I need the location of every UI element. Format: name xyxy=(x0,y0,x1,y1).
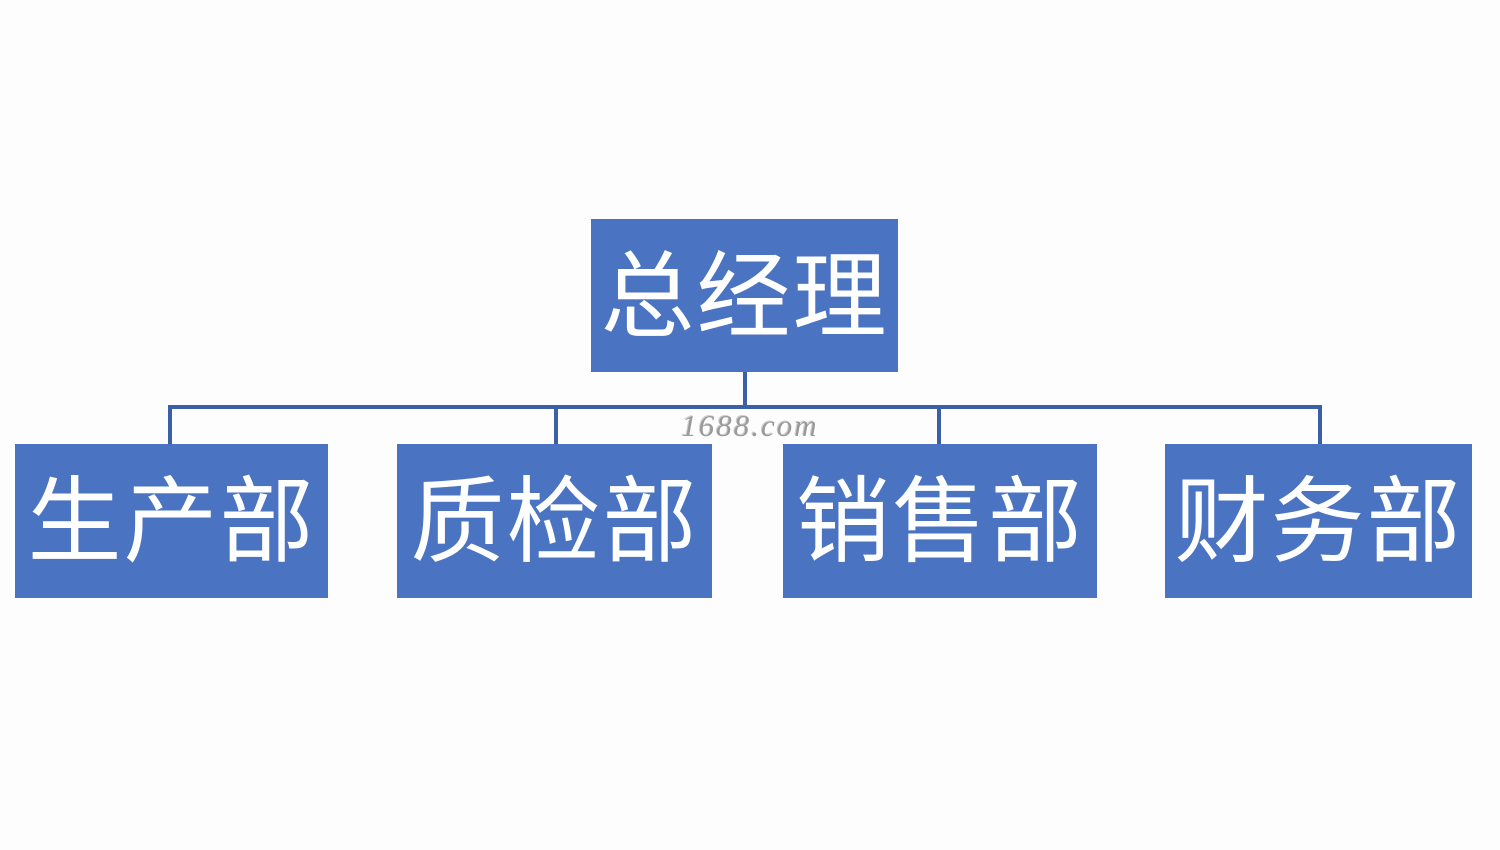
org-node-label: 财务部 xyxy=(1174,471,1463,575)
connector-drop-production xyxy=(168,405,172,444)
org-node-label: 销售部 xyxy=(795,471,1084,575)
org-node-production-dept: 生产部 xyxy=(15,444,328,598)
watermark: 1688.com xyxy=(681,408,819,443)
org-node-label: 生产部 xyxy=(27,471,316,575)
org-node-label: 总经理 xyxy=(600,245,889,350)
org-node-general-manager: 总经理 xyxy=(591,219,898,372)
connector-root-stem xyxy=(743,372,747,409)
connector-drop-sales xyxy=(937,405,941,444)
org-node-sales-dept: 销售部 xyxy=(783,444,1097,598)
connector-drop-finance xyxy=(1318,405,1322,444)
org-node-finance-dept: 财务部 xyxy=(1165,444,1472,598)
connector-horizontal-bar xyxy=(168,405,1322,409)
org-node-label: 质检部 xyxy=(410,471,699,575)
org-node-quality-dept: 质检部 xyxy=(397,444,712,598)
connector-drop-quality xyxy=(554,405,558,444)
